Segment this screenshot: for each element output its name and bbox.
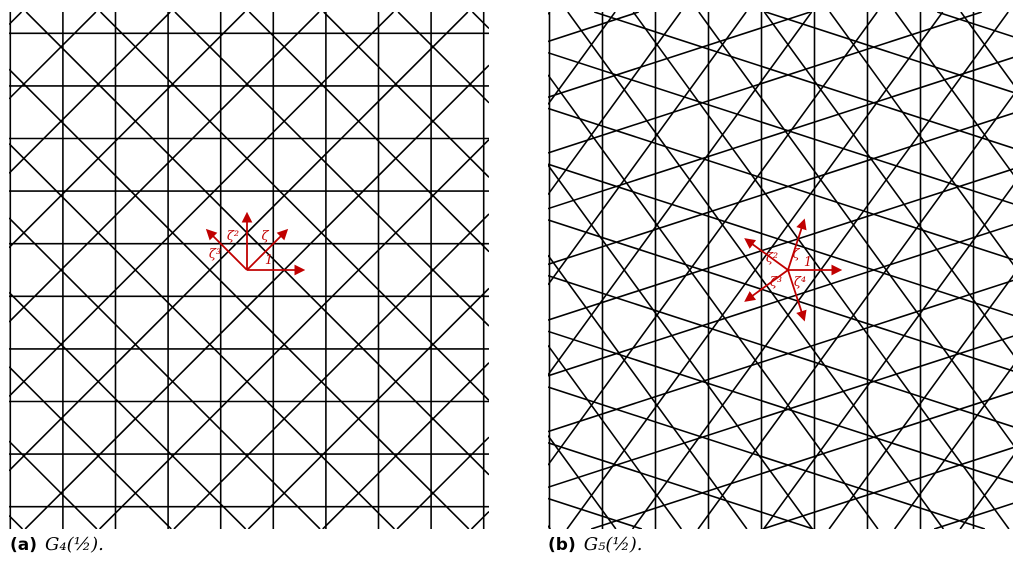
grid-line xyxy=(548,12,682,196)
grid-line xyxy=(548,56,1013,210)
grid-line xyxy=(548,344,683,529)
grid-line xyxy=(396,436,489,529)
grid-line xyxy=(9,12,320,323)
caption-a: (a) G₄(½). xyxy=(10,534,104,555)
grid-line xyxy=(9,366,172,529)
caption-b-tag: (b) xyxy=(548,535,576,555)
grid-a-svg: 1 ζ ζ² ζ³ xyxy=(9,12,489,529)
grid-line xyxy=(24,64,489,529)
grid-line xyxy=(933,502,1013,529)
grid-line xyxy=(9,12,246,249)
vector-label: ζ⁴ xyxy=(794,275,806,290)
grid-line xyxy=(397,12,489,104)
caption-b-math: G₅(½). xyxy=(583,534,643,555)
vector-arrow xyxy=(744,238,789,271)
grid-line xyxy=(594,12,1013,149)
grid-line xyxy=(9,514,24,529)
grid-line xyxy=(894,12,1013,176)
grid-line xyxy=(548,386,986,529)
grid-line xyxy=(548,12,813,376)
grid-line xyxy=(548,168,1013,321)
grid-line xyxy=(590,391,1013,529)
vector-arrow xyxy=(787,218,807,271)
grid-line xyxy=(567,12,945,529)
unit-vectors-b: 1ζ ζ² ζ³ ζ⁴ xyxy=(744,218,843,322)
vector-label: ζ xyxy=(261,229,269,244)
unit-vectors-a: 1 ζ ζ² ζ³ xyxy=(205,211,306,276)
grid-line xyxy=(9,12,469,472)
grid-line xyxy=(548,525,551,529)
grid-line xyxy=(548,279,1013,433)
grid-line xyxy=(548,435,617,529)
grid-line xyxy=(762,446,1013,529)
grid-line xyxy=(9,12,97,100)
grid-line xyxy=(248,12,489,253)
grid-line xyxy=(828,274,1013,529)
grid-line xyxy=(100,12,489,401)
grid-line xyxy=(765,12,1013,94)
vector-label: 1 xyxy=(804,255,812,270)
caption-b: (b) G₅(½). xyxy=(548,534,643,555)
vector-label: 1 xyxy=(265,253,273,268)
grid-line xyxy=(548,12,616,105)
vector-label: ζ³ xyxy=(770,275,782,290)
grid-line xyxy=(829,12,1013,266)
grid-line xyxy=(247,287,489,529)
grid-line xyxy=(959,454,1013,529)
grid-line xyxy=(174,12,489,327)
grid-lines-a xyxy=(9,12,489,529)
grid-line xyxy=(893,364,1013,529)
grid-line xyxy=(937,12,1013,38)
grid-line xyxy=(548,12,982,154)
vector-arrow xyxy=(205,228,248,271)
vector-label: ζ³ xyxy=(209,247,221,262)
vector-arrow xyxy=(744,269,789,302)
grid-line xyxy=(9,12,23,26)
grid-line xyxy=(173,213,489,529)
grid-line xyxy=(548,12,811,98)
grid-line xyxy=(697,94,1013,529)
grid-line xyxy=(548,12,878,466)
grid-line xyxy=(548,254,748,529)
grid-line xyxy=(960,12,1013,86)
vector-label: ζ² xyxy=(227,229,239,244)
grid-line xyxy=(698,12,1013,446)
caption-a-math: G₄(½). xyxy=(45,534,104,555)
grid-line xyxy=(548,12,551,15)
grid-line xyxy=(9,143,395,529)
grid-line xyxy=(9,12,394,397)
grid-line xyxy=(9,12,171,174)
grid-line xyxy=(9,291,247,529)
vector-arrow xyxy=(246,228,289,271)
grid-line xyxy=(548,223,1013,377)
grid-line xyxy=(99,139,489,529)
caption-a-tag: (a) xyxy=(10,535,38,555)
grid-line xyxy=(548,112,1013,266)
grid-line xyxy=(9,68,470,529)
panel-a-grid-diagram: 1 ζ ζ² ζ³ xyxy=(9,12,489,529)
grid-line xyxy=(548,335,1013,489)
vector-label: ζ² xyxy=(766,251,778,266)
grid-line xyxy=(548,12,639,43)
grid-line xyxy=(548,497,643,529)
vector-label: ζ xyxy=(792,247,800,262)
grid-line xyxy=(548,12,747,286)
grid-lines-b xyxy=(548,12,1013,529)
vector-arrow xyxy=(787,269,807,322)
grid-line xyxy=(548,164,814,529)
grid-line xyxy=(471,12,489,30)
grid-line xyxy=(763,12,1013,356)
grid-line xyxy=(470,510,489,529)
grid-line xyxy=(322,362,489,529)
grid-line xyxy=(548,442,814,529)
grid-line xyxy=(323,12,489,178)
grid-line xyxy=(762,184,1013,529)
grid-b-svg: 1ζ ζ² ζ³ ζ⁴ xyxy=(548,12,1013,529)
